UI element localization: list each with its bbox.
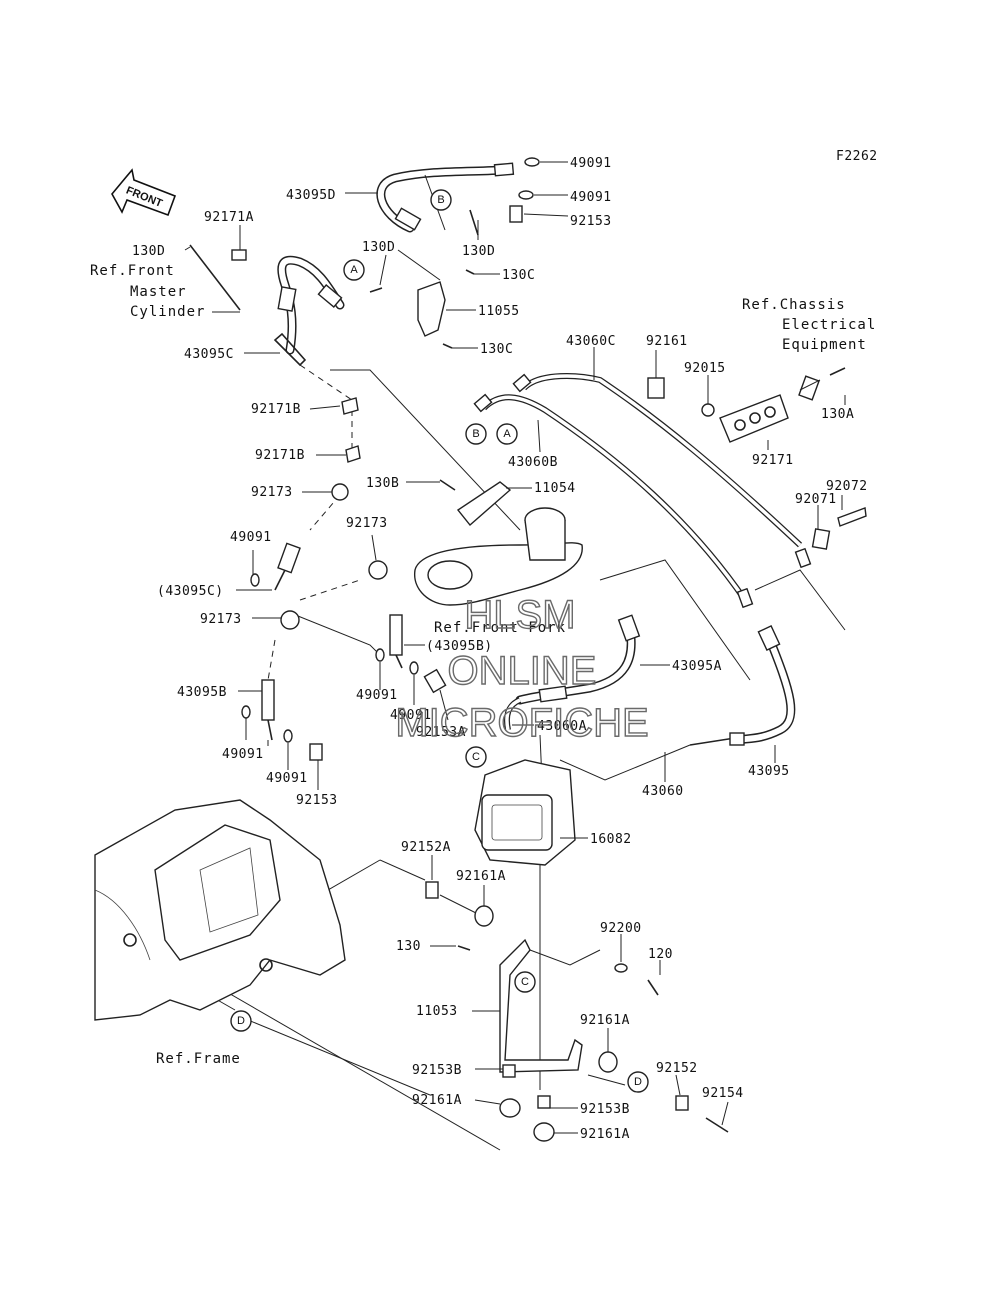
reference-notes: Ref.Front Master Cylinder Ref.Chassis El… xyxy=(90,263,876,1067)
part-label: 92161A xyxy=(412,1093,462,1108)
part-label: 130B xyxy=(366,476,399,491)
part-label: (43095B) xyxy=(426,639,493,654)
ref-front-master-cylinder-line3: Cylinder xyxy=(130,304,205,320)
part-label: 43060C xyxy=(566,334,616,349)
svg-text:B: B xyxy=(437,194,444,206)
part-label: 92153A xyxy=(416,725,466,740)
part-label: 11053 xyxy=(416,1004,458,1019)
part-label: 92161 xyxy=(646,334,688,349)
part-label: 92161A xyxy=(580,1013,630,1028)
part-label: 43060B xyxy=(508,455,558,470)
ref-front-master-cylinder-line1: Ref.Front xyxy=(90,263,175,279)
part-label: 92153B xyxy=(412,1063,462,1078)
leader-lines xyxy=(184,161,846,1134)
part-label: 11055 xyxy=(478,304,520,319)
part-label: 92072 xyxy=(826,479,868,494)
part-label: 92161A xyxy=(456,869,506,884)
frame-outline xyxy=(94,799,346,1021)
watermark: HLSM ONLINE MICROFICHE xyxy=(395,592,650,745)
part-label: 92153B xyxy=(580,1102,630,1117)
part-label: 49091 xyxy=(356,688,398,703)
part-label: 92153 xyxy=(570,214,612,229)
svg-text:C: C xyxy=(521,976,529,988)
part-label: 49091 xyxy=(570,156,612,171)
part-label: 130C xyxy=(502,268,535,283)
part-label: 49091 xyxy=(390,708,432,723)
part-label: 92200 xyxy=(600,921,642,936)
callout-c-bracket: C xyxy=(514,971,536,993)
part-label: 43095B xyxy=(177,685,227,700)
svg-text:B: B xyxy=(472,428,479,440)
components xyxy=(189,157,867,1142)
watermark-line3: MICROFICHE xyxy=(395,701,648,745)
part-label: 92071 xyxy=(795,492,837,507)
part-labels: 49091 49091 92153 43095D 92171A 130D 130… xyxy=(132,156,868,1142)
figure-code: F2262 xyxy=(836,149,878,164)
part-label: 92173 xyxy=(251,485,293,500)
callout-b-upper: B xyxy=(430,189,452,211)
part-label: 11054 xyxy=(534,481,576,496)
part-label: 92154 xyxy=(702,1086,744,1101)
part-label: 92171B xyxy=(251,402,301,417)
ref-front-fork: Ref.Front Fork xyxy=(434,620,566,636)
part-label: 16082 xyxy=(590,832,632,847)
part-label: 43095A xyxy=(672,659,722,674)
part-label: 92152 xyxy=(656,1061,698,1076)
ref-front-master-cylinder-line2: Master xyxy=(130,284,187,300)
watermark-line2: ONLINE xyxy=(448,649,597,693)
part-label: (43095C) xyxy=(157,584,224,599)
part-label: 43095 xyxy=(748,764,790,779)
part-label: 130D xyxy=(462,244,495,259)
callout-a-upper: A xyxy=(343,259,365,281)
callouts: B A B A C C D D xyxy=(230,189,649,1093)
part-label: 120 xyxy=(648,947,673,962)
part-label: 92171B xyxy=(255,448,305,463)
callout-c-abs: C xyxy=(465,746,487,768)
part-label: 43060A xyxy=(537,719,587,734)
brake-hoses xyxy=(261,162,812,746)
ref-chassis-electrical-line1: Ref.Chassis xyxy=(742,297,846,313)
part-label: 92161A xyxy=(580,1127,630,1142)
part-label: 130D xyxy=(362,240,395,255)
watermark-line1: HLSM xyxy=(464,593,575,637)
part-label: 49091 xyxy=(230,530,272,545)
part-label: 92173 xyxy=(346,516,388,531)
svg-text:A: A xyxy=(350,264,358,276)
part-label: 130C xyxy=(480,342,513,357)
part-label: 130 xyxy=(396,939,421,954)
svg-text:D: D xyxy=(634,1076,642,1088)
part-label: 49091 xyxy=(570,190,612,205)
part-label: 92171A xyxy=(204,210,254,225)
ref-frame: Ref.Frame xyxy=(156,1051,241,1067)
svg-text:C: C xyxy=(472,751,480,763)
part-label: 49091 xyxy=(266,771,308,786)
part-label: 43095D xyxy=(286,188,336,203)
part-label: 92152A xyxy=(401,840,451,855)
part-label: 43095C xyxy=(184,347,234,362)
svg-text:D: D xyxy=(237,1015,245,1027)
part-label: 49091 xyxy=(222,747,264,762)
part-label: 130A xyxy=(821,407,854,422)
svg-text:A: A xyxy=(503,428,511,440)
part-label: 92173 xyxy=(200,612,242,627)
part-label: 92015 xyxy=(684,361,726,376)
callout-d-right: D xyxy=(627,1071,649,1093)
callout-b-pipe: B xyxy=(465,423,487,445)
part-label: 92171 xyxy=(752,453,794,468)
ref-chassis-electrical-line2: Electrical xyxy=(782,317,876,333)
callout-a-pipe: A xyxy=(496,423,518,445)
ref-chassis-electrical-line3: Equipment xyxy=(782,337,867,353)
part-label: 92153 xyxy=(296,793,338,808)
front-arrow-icon: FRONT xyxy=(111,168,177,217)
part-label: 130D xyxy=(132,244,165,259)
callout-d-frame: D xyxy=(230,1010,252,1032)
part-label: 43060 xyxy=(642,784,684,799)
